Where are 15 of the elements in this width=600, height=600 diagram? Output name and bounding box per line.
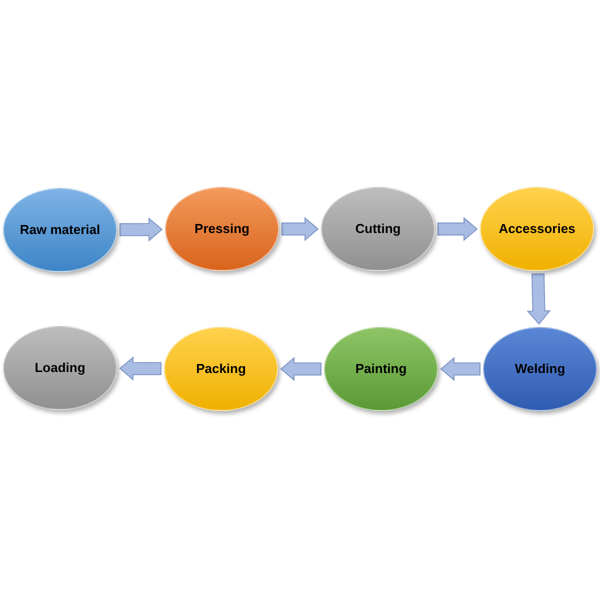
step-label: Cutting xyxy=(355,220,401,238)
block-arrow xyxy=(282,216,319,242)
step-label: Welding xyxy=(514,360,566,378)
step-label: Painting xyxy=(355,360,407,378)
block-arrow xyxy=(440,356,480,382)
block-arrow xyxy=(438,216,478,242)
step-label: Pressing xyxy=(194,220,250,238)
step-label: Loading xyxy=(34,360,86,376)
step-label: Packing xyxy=(196,360,246,378)
block-arrow xyxy=(119,356,162,381)
block-arrow xyxy=(280,356,322,382)
block-arrow xyxy=(526,273,551,325)
step-label: Accessories xyxy=(498,220,576,238)
block-arrow xyxy=(120,217,163,242)
step-label: Raw material xyxy=(20,222,100,238)
